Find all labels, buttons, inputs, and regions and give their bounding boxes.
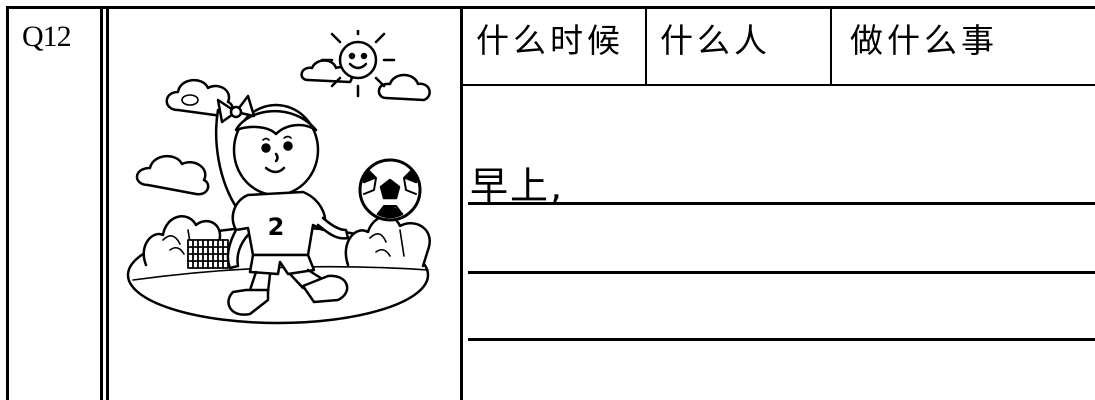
- answer-column-divider: [460, 6, 463, 400]
- writing-line-3: [468, 338, 1095, 341]
- table-left-border: [6, 6, 9, 400]
- table-top-border: [6, 6, 1095, 9]
- question-label: Q12: [22, 20, 72, 53]
- header-when: 什么时候: [476, 21, 624, 60]
- illustration: 2: [126, 30, 431, 325]
- header-who: 什么人: [660, 21, 771, 60]
- label-column-divider: [100, 6, 103, 400]
- header-what: 做什么事: [850, 21, 998, 60]
- soccer-ball-icon: [358, 158, 422, 222]
- cloud-icon: [135, 155, 210, 196]
- girl-icon: 2: [214, 94, 350, 316]
- writing-line-2: [468, 271, 1095, 274]
- picture-column-divider: [106, 6, 109, 400]
- header-divider-2: [830, 6, 832, 84]
- header-divider-1: [645, 6, 647, 84]
- writing-line-1: [468, 202, 1095, 205]
- goal-net-icon: [187, 239, 229, 269]
- answer-prefix: 早上,: [470, 164, 565, 208]
- header-row-divider: [460, 84, 1095, 86]
- bush-icon: [344, 215, 431, 268]
- shirt-number: 2: [268, 213, 285, 241]
- sun-icon: [320, 30, 396, 98]
